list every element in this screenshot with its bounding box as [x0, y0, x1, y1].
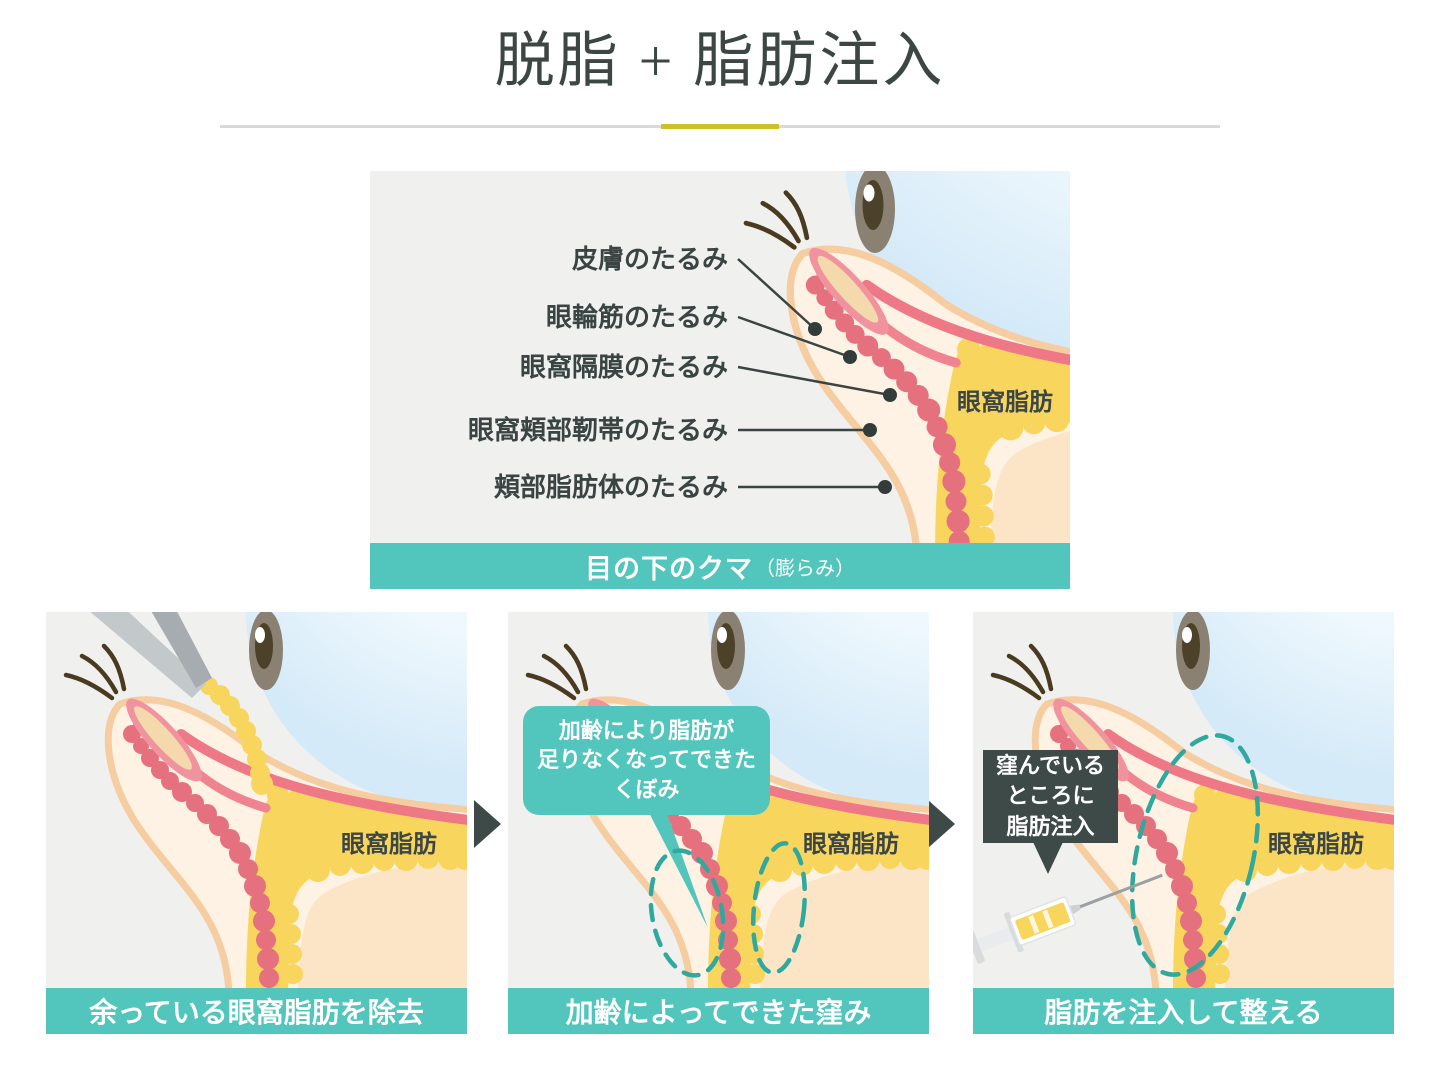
bubble-line: くぼみ: [613, 776, 680, 802]
step-arrow-1: [474, 800, 501, 848]
step2-panel: 眼窩脂肪 加齢により脂肪が 足りなくなってできた くぼみ 加齢によってできた窪み: [508, 612, 929, 1034]
step2-caption-text: 加齢によってできた窪み: [565, 997, 872, 1028]
bubble-line: 足りなくなってできた: [537, 747, 756, 773]
forceps-icon: [90, 612, 212, 698]
step3-caption-text: 脂肪を注入して整える: [1044, 997, 1323, 1028]
callout-line: 窪んでいる: [996, 752, 1105, 778]
page-title: 脱脂 + 脂肪注入: [494, 28, 946, 94]
fat-injection-callout: 窪んでいる ところに 脂肪注入: [983, 750, 1118, 843]
hollow-dashed-ellipses: [648, 841, 808, 978]
bubble-line: 加齢により脂肪が: [558, 718, 735, 743]
callout-line: ところに: [1006, 783, 1095, 809]
step1-caption-bar: 余っている眼窩脂肪を除去: [46, 988, 467, 1034]
step-arrow-2: [928, 800, 955, 848]
anatomy-label-muscle: 眼輪筋のたるみ: [546, 302, 728, 332]
aging-hollow-bubble: 加齢により脂肪が 足りなくなってできた くぼみ: [523, 706, 770, 816]
orbital-fat-label: 眼窩脂肪: [1268, 830, 1364, 858]
anatomy-label-ligament: 眼窩頬部靭帯のたるみ: [468, 415, 728, 445]
iris-icon: [249, 612, 283, 690]
divider-line: [220, 124, 1220, 129]
syringe-icon: [973, 873, 1163, 964]
step1-caption-text: 余っている眼窩脂肪を除去: [89, 997, 424, 1028]
callout-pointer: [1033, 842, 1063, 874]
bubble-pointer: [641, 797, 708, 928]
orbital-fat-label: 眼窩脂肪: [957, 388, 1053, 416]
anatomy-label-cheekfat: 頬部脂肪体のたるみ: [494, 472, 728, 502]
eyeball-shape: [708, 612, 929, 806]
iris-icon: [1176, 612, 1210, 690]
anatomy-label-septum: 眼窩隔膜のたるみ: [520, 352, 728, 382]
orbital-fat-label: 眼窩脂肪: [803, 830, 899, 858]
callout-line: 脂肪注入: [1006, 813, 1095, 839]
orbital-fat-label: 眼窩脂肪: [341, 830, 437, 858]
leader-lines: [737, 258, 891, 489]
main-caption-text: 目の下のクマ: [585, 553, 753, 584]
divider-accent: [661, 124, 779, 129]
leader-dots: [808, 322, 897, 494]
eyeball-shape: [246, 612, 467, 806]
eyeball-shape: [1173, 612, 1394, 806]
step3-panel: 眼窩脂肪 窪んでいる ところに 脂肪注入 脂肪を注入して整える: [973, 612, 1394, 1034]
iris-icon: [711, 612, 745, 690]
main-illustration: 皮膚のたるみ 眼輪筋のたるみ 眼窩隔膜のたるみ 眼窩頬部靭帯のたるみ 頬部脂肪体…: [468, 171, 1070, 543]
main-caption-bar: 目の下のクマ （膨らみ）: [370, 543, 1070, 589]
step2-caption-bar: 加齢によってできた窪み: [508, 988, 929, 1034]
iris-icon: [855, 171, 895, 253]
injection-area-dashed-ellipse: [1129, 733, 1261, 977]
step1-panel: 眼窩脂肪 余っている眼窩脂肪を除去: [46, 612, 467, 1034]
anatomy-label-skin: 皮膚のたるみ: [572, 244, 728, 274]
step3-caption-bar: 脂肪を注入して整える: [973, 988, 1394, 1034]
main-diagram-panel: 皮膚のたるみ 眼輪筋のたるみ 眼窩隔膜のたるみ 眼窩頬部靭帯のたるみ 頬部脂肪体…: [370, 171, 1070, 589]
main-caption-note: （膨らみ）: [755, 557, 855, 580]
step2-illustration: 眼窩脂肪: [508, 612, 929, 988]
step1-illustration: 眼窩脂肪: [46, 612, 467, 988]
step3-illustration: 眼窩脂肪: [973, 612, 1394, 988]
